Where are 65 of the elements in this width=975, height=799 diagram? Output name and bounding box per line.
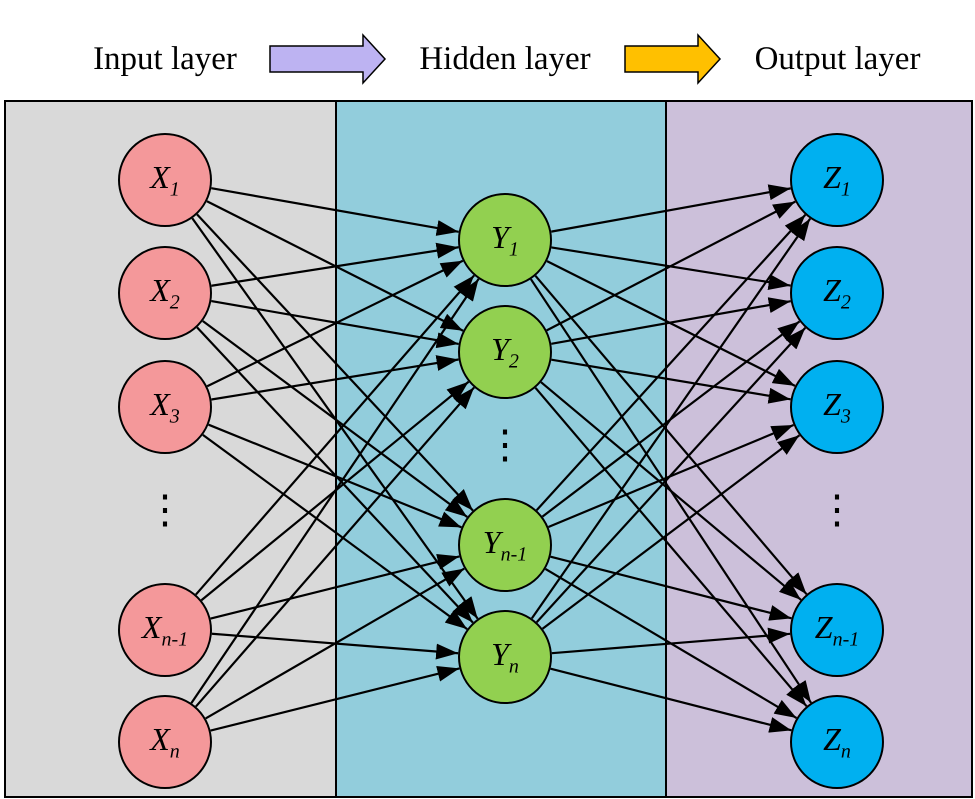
arrow xyxy=(551,184,791,233)
layer-panel xyxy=(4,100,337,798)
arrow xyxy=(191,218,479,620)
arrow xyxy=(202,320,468,518)
layer-title: Hidden layer xyxy=(395,35,615,83)
arrow xyxy=(196,326,474,624)
arrow xyxy=(196,214,474,512)
neuron-circle: X$_{2}$ xyxy=(118,246,212,340)
arrow xyxy=(200,380,470,602)
neuron-circle: Y$_{1}$ xyxy=(458,193,552,287)
arrow xyxy=(542,320,800,518)
arrow xyxy=(211,300,459,348)
neuron-circle: X$_{3}$ xyxy=(118,360,212,454)
arrow xyxy=(550,668,792,733)
arrow xyxy=(552,628,790,654)
layer-panel xyxy=(335,100,667,798)
layer-panel xyxy=(665,100,973,798)
arrow xyxy=(211,355,459,401)
layer-title: Output layer xyxy=(730,35,945,83)
neuron-circle: Z$_{n}$ xyxy=(790,695,884,789)
arrow xyxy=(542,434,800,630)
arrow xyxy=(551,246,791,290)
neuron-circle: Z$_{3}$ xyxy=(790,360,884,454)
arrow xyxy=(202,434,468,630)
arrow xyxy=(530,278,812,704)
neuron-circle: Z$_{1}$ xyxy=(790,133,884,227)
neuron-circle: X$_{1}$ xyxy=(118,133,212,227)
arrow xyxy=(206,260,464,388)
arrow xyxy=(534,275,808,595)
ellipsis-label: ⋮ xyxy=(485,425,525,465)
arrow xyxy=(211,242,459,287)
arrow xyxy=(551,358,791,404)
ellipsis-label: ⋮ xyxy=(817,490,857,530)
layer-title: Input layer xyxy=(70,35,260,83)
arrow xyxy=(536,214,806,511)
arrow xyxy=(190,278,480,704)
arrow xyxy=(548,424,794,528)
neuron-circle: Y$_{n-1}$ xyxy=(458,498,552,592)
arrow xyxy=(210,554,460,620)
neuron-circle: Z$_{n-1}$ xyxy=(790,583,884,677)
arrow xyxy=(540,381,802,601)
block-arrow xyxy=(624,33,722,85)
arrow xyxy=(534,387,808,707)
arrow xyxy=(551,297,791,345)
arrow xyxy=(546,260,796,387)
block-arrow xyxy=(269,33,386,85)
arrow xyxy=(211,187,459,236)
arrow xyxy=(195,386,475,708)
arrow xyxy=(205,568,465,720)
arrow xyxy=(210,666,460,732)
neuron-circle: Z$_{2}$ xyxy=(790,246,884,340)
ellipsis-label: ⋮ xyxy=(145,490,185,530)
arrow xyxy=(208,424,462,528)
neuron-circle: X$_{n}$ xyxy=(118,695,212,789)
neuron-circle: X$_{n-1}$ xyxy=(118,583,212,677)
neuron-circle: Y$_{2}$ xyxy=(458,305,552,399)
arrow xyxy=(546,200,796,332)
arrow xyxy=(530,218,812,620)
arrow xyxy=(212,632,458,660)
arrow xyxy=(195,274,475,596)
arrow xyxy=(550,556,792,621)
arrow xyxy=(536,326,806,624)
arrow xyxy=(206,200,464,332)
arrow xyxy=(544,568,798,719)
neuron-circle: Y$_{n}$ xyxy=(458,610,552,704)
